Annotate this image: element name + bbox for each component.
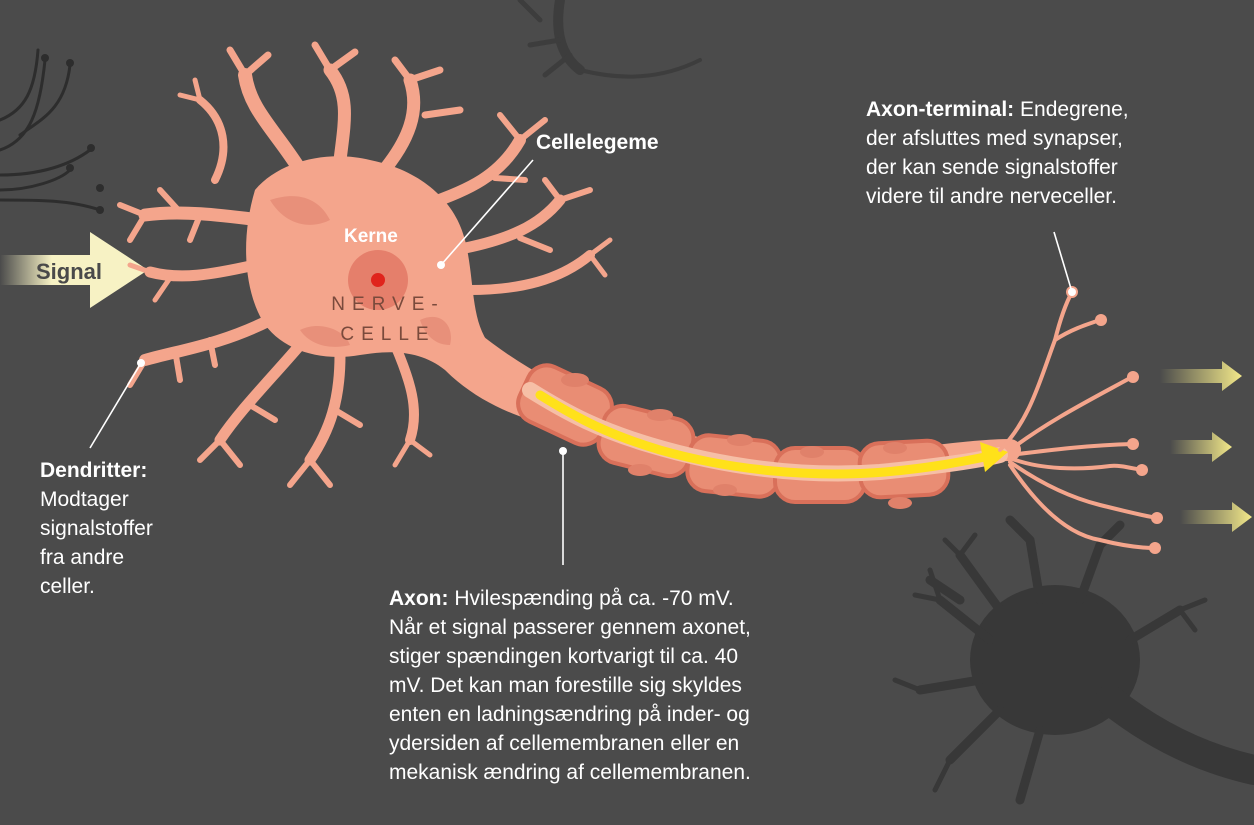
dendrites-line: fra andre [40,543,220,572]
axon-first-line: Axon: Hvilespænding på ca. -70 mV. [389,584,859,613]
signal-label: Signal [36,257,102,286]
dendrites-line: signalstoffer [40,514,220,543]
background-neuron-left [0,50,100,210]
dendrites-line: celler. [40,572,220,601]
dendrites-caption: Dendritter: Modtager signalstoffer fra a… [40,456,220,601]
axon-line: enten en ladningsændring på inder- og [389,700,859,729]
axon-line: mV. Det kan man forestille sig skyldes [389,671,859,700]
axon-line: Når et signal passerer gennem axonet, [389,613,859,642]
dendrites-title: Dendritter: [40,456,220,485]
axon-terminal-first-line-text: Endegrene, [1014,98,1128,121]
background-neuron-left-dots [41,54,104,214]
axon-terminal-line: der afsluttes med synapser, [866,124,1206,153]
axon-terminal-line: videre til andre nerveceller. [866,182,1206,211]
axon-line: stiger spændingen kortvarigt til ca. 40 [389,642,859,671]
nerve-cell-label: NERVE- CELLE [318,290,458,350]
axon-title: Axon: [389,587,449,610]
axon-caption: Axon: Hvilespænding på ca. -70 mV. Når e… [389,584,859,787]
axon-terminal-caption: Axon-terminal: Endegrene, der afsluttes … [866,95,1206,211]
cell-body-label: Cellelegeme [536,128,659,157]
axon-terminal-title: Axon-terminal: [866,98,1014,121]
nerve-cell-label-line2: CELLE [318,320,458,350]
nerve-cell-label-line1: NERVE- [318,290,458,320]
axon-terminal-branches [1000,292,1157,548]
background-neuron-top [520,0,700,77]
nucleus-label: Kerne [344,222,398,251]
axon-line: mekanisk ændring af cellemembranen. [389,758,859,787]
axon-terminal-first-line: Axon-terminal: Endegrene, [866,95,1206,124]
dendrites-line: Modtager [40,485,220,514]
background-neuron-bottom-right [895,520,1254,800]
nucleus-dot [371,273,385,287]
axon-terminal-line: der kan sende signalstoffer [866,153,1206,182]
axon-line: ydersiden af cellemembranen eller en [389,729,859,758]
output-arrows [1160,361,1252,532]
axon-first-line-text: Hvilespænding på ca. -70 mV. [449,587,734,610]
